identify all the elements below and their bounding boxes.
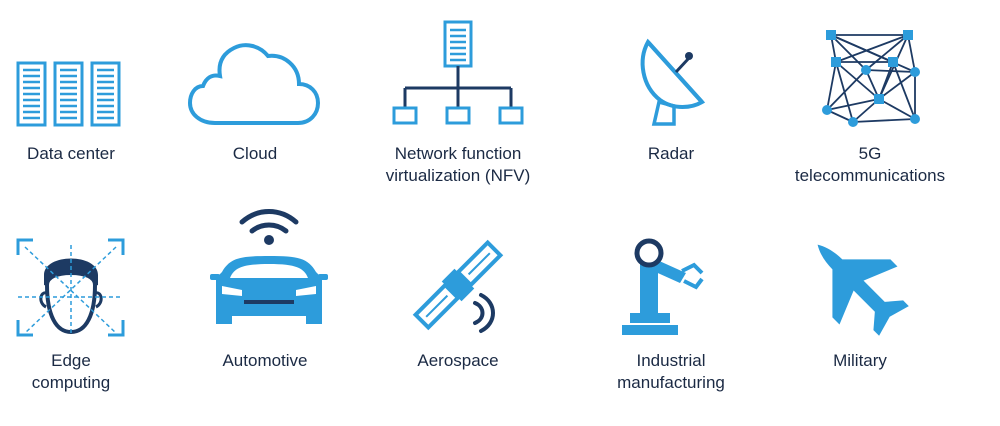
label-automotive: Automotive xyxy=(170,350,360,372)
fighter-jet-icon xyxy=(817,244,909,336)
label-aerospace: Aerospace xyxy=(363,350,553,372)
satellite-icon xyxy=(412,239,504,333)
label-nfv: Network function virtualization (NFV) xyxy=(363,143,553,187)
label-line: computing xyxy=(31,373,111,392)
tile-aerospace: Aerospace xyxy=(363,215,553,405)
tile-automotive: Automotive xyxy=(170,190,360,390)
label-data-center: Data center xyxy=(0,143,166,165)
tile-5g: 5G telecommunications xyxy=(775,0,965,190)
tile-cloud: Cloud xyxy=(160,0,350,190)
tile-nfv: Network function virtualization (NFV) xyxy=(363,0,553,190)
label-industrial: Industrial manufacturing xyxy=(576,350,766,394)
label-line: Military xyxy=(833,351,887,370)
label-edge: Edge computing xyxy=(0,350,166,394)
tile-military: Military xyxy=(765,215,955,405)
tile-edge: Edge computing xyxy=(0,215,190,415)
label-line: Data center xyxy=(27,144,115,163)
label-line: Edge xyxy=(51,351,91,370)
tile-data-center: Data center xyxy=(0,0,190,190)
robot-arm-icon xyxy=(622,238,704,335)
label-line: Radar xyxy=(647,144,695,163)
data-center-icon xyxy=(16,61,121,127)
label-line: Aerospace xyxy=(417,351,499,370)
label-line: manufacturing xyxy=(617,373,725,392)
label-military: Military xyxy=(765,350,955,372)
label-line: Industrial xyxy=(636,351,706,370)
radar-icon xyxy=(640,38,706,126)
tile-radar: Radar xyxy=(576,0,766,190)
label-5g: 5G telecommunications xyxy=(775,143,965,187)
label-line: Automotive xyxy=(222,351,308,370)
cloud-icon xyxy=(187,43,321,125)
car-icon xyxy=(210,209,328,324)
label-radar: Radar xyxy=(576,143,766,165)
label-cloud: Cloud xyxy=(160,143,350,165)
label-line: 5G xyxy=(858,144,882,163)
face-scan-icon xyxy=(16,238,125,337)
tile-industrial: Industrial manufacturing xyxy=(576,215,766,415)
label-line: Network function xyxy=(394,144,522,163)
network-mesh-icon xyxy=(822,30,920,127)
label-line: Cloud xyxy=(232,144,278,163)
network-icon xyxy=(392,20,524,125)
label-line: telecommunications xyxy=(794,166,946,185)
label-line: virtualization (NFV) xyxy=(385,166,531,185)
